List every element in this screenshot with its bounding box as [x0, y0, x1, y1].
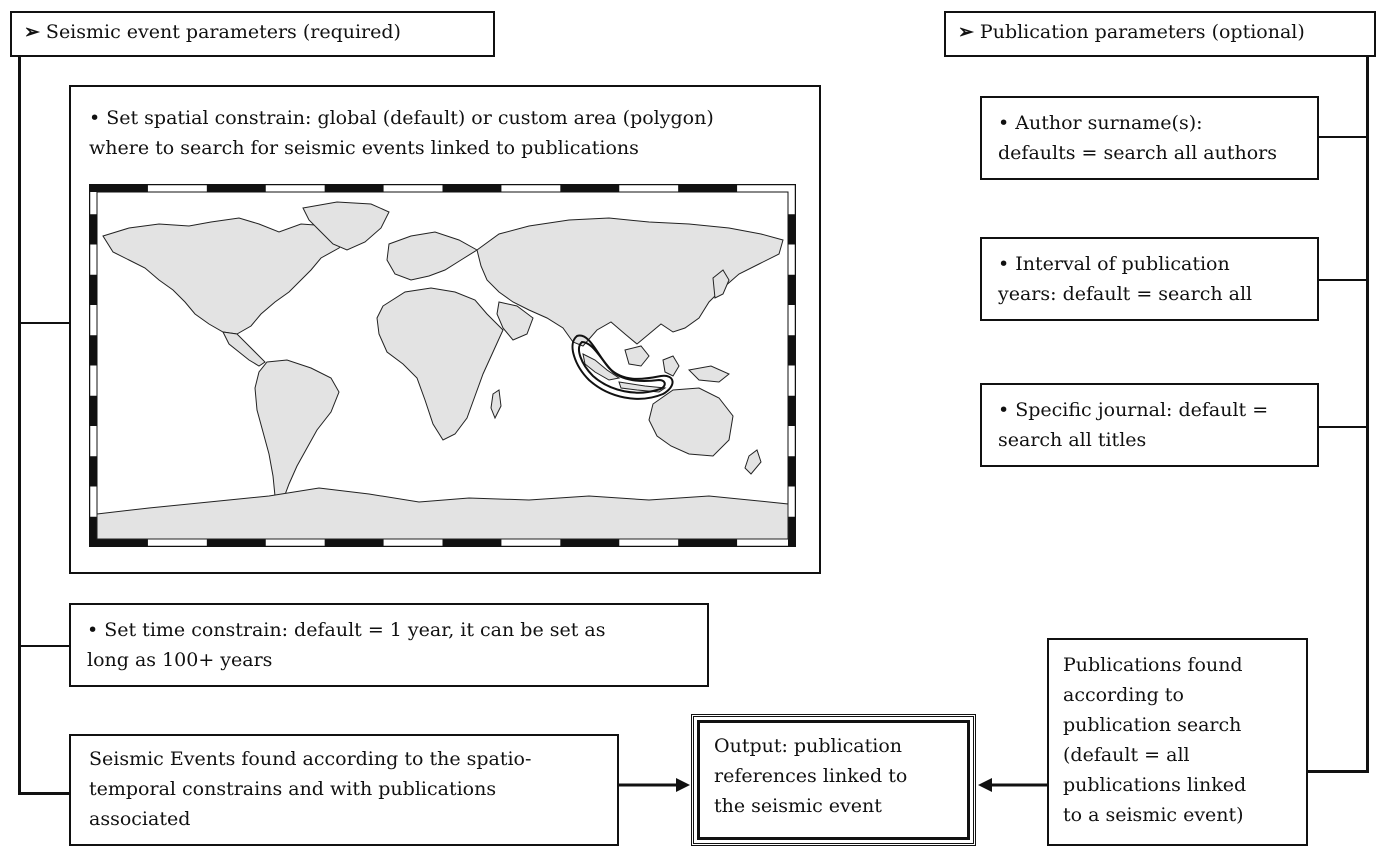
arrow-events-to-output-head	[676, 778, 690, 792]
header-arrow-icon: ➢	[958, 21, 974, 43]
map-frame-tick	[560, 185, 620, 192]
left-connector-events	[18, 792, 70, 795]
map-frame-tick	[788, 516, 795, 547]
header-arrow-icon: ➢	[24, 21, 40, 43]
time-constraint-box: • Set time constrain: default = 1 year, …	[69, 603, 709, 687]
publication-parameters-label: Publication parameters (optional)	[979, 21, 1305, 43]
publication-years-box: • Interval of publication years: default…	[980, 237, 1319, 321]
world-map	[88, 183, 797, 548]
map-frame-tick	[678, 539, 738, 546]
map-frame-tick	[90, 274, 97, 305]
map-frame-tick	[560, 539, 620, 546]
map-frame-tick	[788, 274, 795, 305]
map-frame-tick	[206, 185, 266, 192]
specific-journal-box: • Specific journal: default = search all…	[980, 383, 1319, 467]
map-frame-tick	[324, 185, 384, 192]
right-connector-journal	[1318, 426, 1368, 428]
seismic-parameters-label: Seismic event parameters (required)	[45, 21, 401, 43]
spatial-constraint-text: • Set spatial constrain: global (default…	[89, 107, 714, 159]
map-frame-tick	[788, 214, 795, 245]
map-land	[96, 201, 789, 540]
output-box: Output: publication references linked to…	[691, 714, 976, 846]
map-frame-tick	[89, 539, 148, 546]
left-connector-spatial	[18, 322, 70, 324]
map-frame-tick	[89, 185, 148, 192]
seismic-events-box: Seismic Events found according to the sp…	[69, 734, 619, 846]
left-connector-time	[18, 645, 70, 647]
map-frame-tick	[788, 335, 795, 366]
map-frame-tick	[788, 456, 795, 487]
seismic-parameters-header: ➢Seismic event parameters (required)	[10, 11, 495, 57]
map-frame-ticks	[89, 185, 795, 547]
right-connector-author	[1318, 136, 1368, 138]
map-frame-tick	[206, 539, 266, 546]
right-connector-vertical	[1366, 55, 1369, 773]
publication-parameters-header: ➢Publication parameters (optional)	[944, 11, 1376, 57]
right-connector-publications	[1307, 770, 1368, 773]
arrow-publications-to-output-head	[978, 778, 992, 792]
publications-found-box: Publications found according to publicat…	[1047, 638, 1308, 846]
map-frame-tick	[90, 395, 97, 426]
map-frame-tick	[678, 185, 738, 192]
map-frame-tick	[442, 539, 502, 546]
map-frame-tick	[90, 335, 97, 366]
map-frame-tick	[90, 516, 97, 547]
right-connector-years	[1318, 279, 1368, 281]
author-surname-box: • Author surname(s): defaults = search a…	[980, 96, 1319, 180]
left-connector-vertical	[18, 55, 21, 795]
map-frame-tick	[90, 456, 97, 487]
map-frame-tick	[788, 395, 795, 426]
map-frame-tick	[442, 185, 502, 192]
map-frame-tick	[90, 214, 97, 245]
map-frame-tick	[324, 539, 384, 546]
custom-area-polygon	[571, 334, 674, 400]
